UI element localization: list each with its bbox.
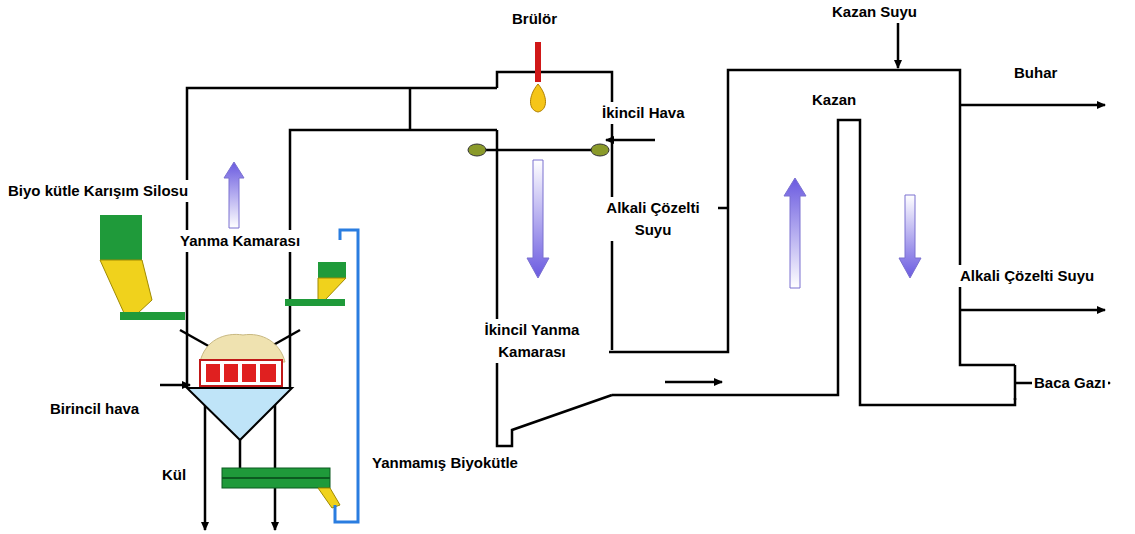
primary-air-label: Birincil hava bbox=[48, 398, 141, 420]
alkali-solution-label: Alkali Çözelti Suyu bbox=[595, 197, 711, 241]
ash-label: Kül bbox=[160, 464, 188, 486]
secondary-air-label: İkincil Hava bbox=[600, 102, 687, 124]
boiler-label: Kazan bbox=[810, 89, 858, 111]
secondary-chamber-label: İkincil Yanma Kamarası bbox=[455, 319, 609, 363]
boiler-water-label: Kazan Suyu bbox=[830, 1, 919, 23]
combustion-chamber-label: Yanma Kamarası bbox=[178, 230, 302, 252]
steam-label: Buhar bbox=[1012, 62, 1059, 84]
flue-gas-label: Baca Gazı bbox=[1032, 372, 1108, 394]
burner-label: Brülör bbox=[510, 8, 559, 30]
silo-label: Biyo kütle Karışım Silosu bbox=[6, 180, 190, 202]
alkali-solution-label: Alkali Çözelti Suyu bbox=[958, 265, 1096, 287]
unburned-biomass-label: Yanmamış Biyokütle bbox=[370, 452, 520, 474]
